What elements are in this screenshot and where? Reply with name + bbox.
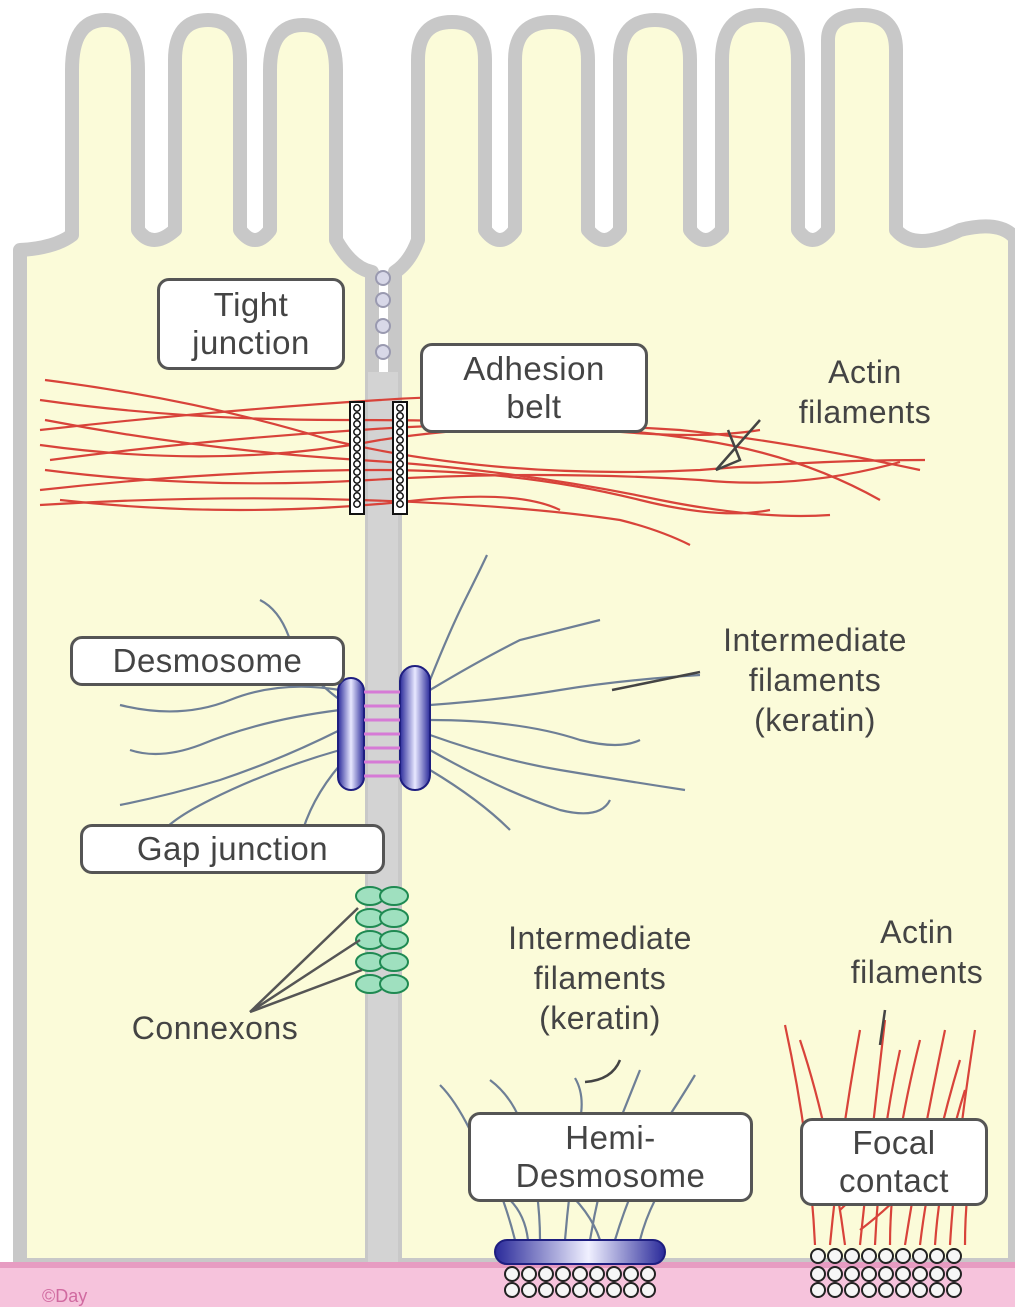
if-bottom-line3: (keratin) bbox=[455, 998, 745, 1038]
tight-junction-label: Tight junction bbox=[157, 278, 345, 370]
adhesion-belt-line1: Adhesion bbox=[463, 350, 605, 388]
hemi-line1: Hemi- bbox=[565, 1119, 656, 1157]
gap-junction-text: Gap junction bbox=[137, 830, 328, 868]
if-right-line1: Intermediate bbox=[670, 620, 960, 660]
actin-filaments-bottom-label: Actin filaments bbox=[822, 912, 1012, 992]
if-right-line3: (keratin) bbox=[670, 700, 960, 740]
actin-top-line2: filaments bbox=[760, 392, 970, 432]
hemidesmosome-plaque bbox=[495, 1240, 665, 1264]
connexons-text: Connexons bbox=[95, 1008, 335, 1048]
adhesion-belt-line2: belt bbox=[506, 388, 561, 426]
actin-bottom-line2: filaments bbox=[822, 952, 1012, 992]
hemi-desmosome-label: Hemi- Desmosome bbox=[468, 1112, 753, 1202]
tight-junction-line2: junction bbox=[192, 324, 310, 362]
intermediate-filaments-bottom-label: Intermediate filaments (keratin) bbox=[455, 918, 745, 1038]
gap-junction-label: Gap junction bbox=[80, 824, 385, 874]
if-right-line2: filaments bbox=[670, 660, 960, 700]
focal-contact-label: Focal contact bbox=[800, 1118, 988, 1206]
intermediate-filaments-right-label: Intermediate filaments (keratin) bbox=[670, 620, 960, 740]
adhesion-belt-label: Adhesion belt bbox=[420, 343, 648, 433]
actin-top-line1: Actin bbox=[760, 352, 970, 392]
if-bottom-line1: Intermediate bbox=[455, 918, 745, 958]
actin-filaments-top-label: Actin filaments bbox=[760, 352, 970, 432]
if-bottom-line2: filaments bbox=[455, 958, 745, 998]
desmosome-text: Desmosome bbox=[113, 642, 303, 680]
copyright-credit: ©Day bbox=[42, 1286, 87, 1307]
focal-line2: contact bbox=[839, 1162, 949, 1200]
actin-bottom-line1: Actin bbox=[822, 912, 1012, 952]
tight-junction-line1: Tight bbox=[214, 286, 289, 324]
desmosome-label: Desmosome bbox=[70, 636, 345, 686]
focal-line1: Focal bbox=[852, 1124, 935, 1162]
hemi-line2: Desmosome bbox=[516, 1157, 706, 1195]
connexons-label: Connexons bbox=[95, 1008, 335, 1048]
